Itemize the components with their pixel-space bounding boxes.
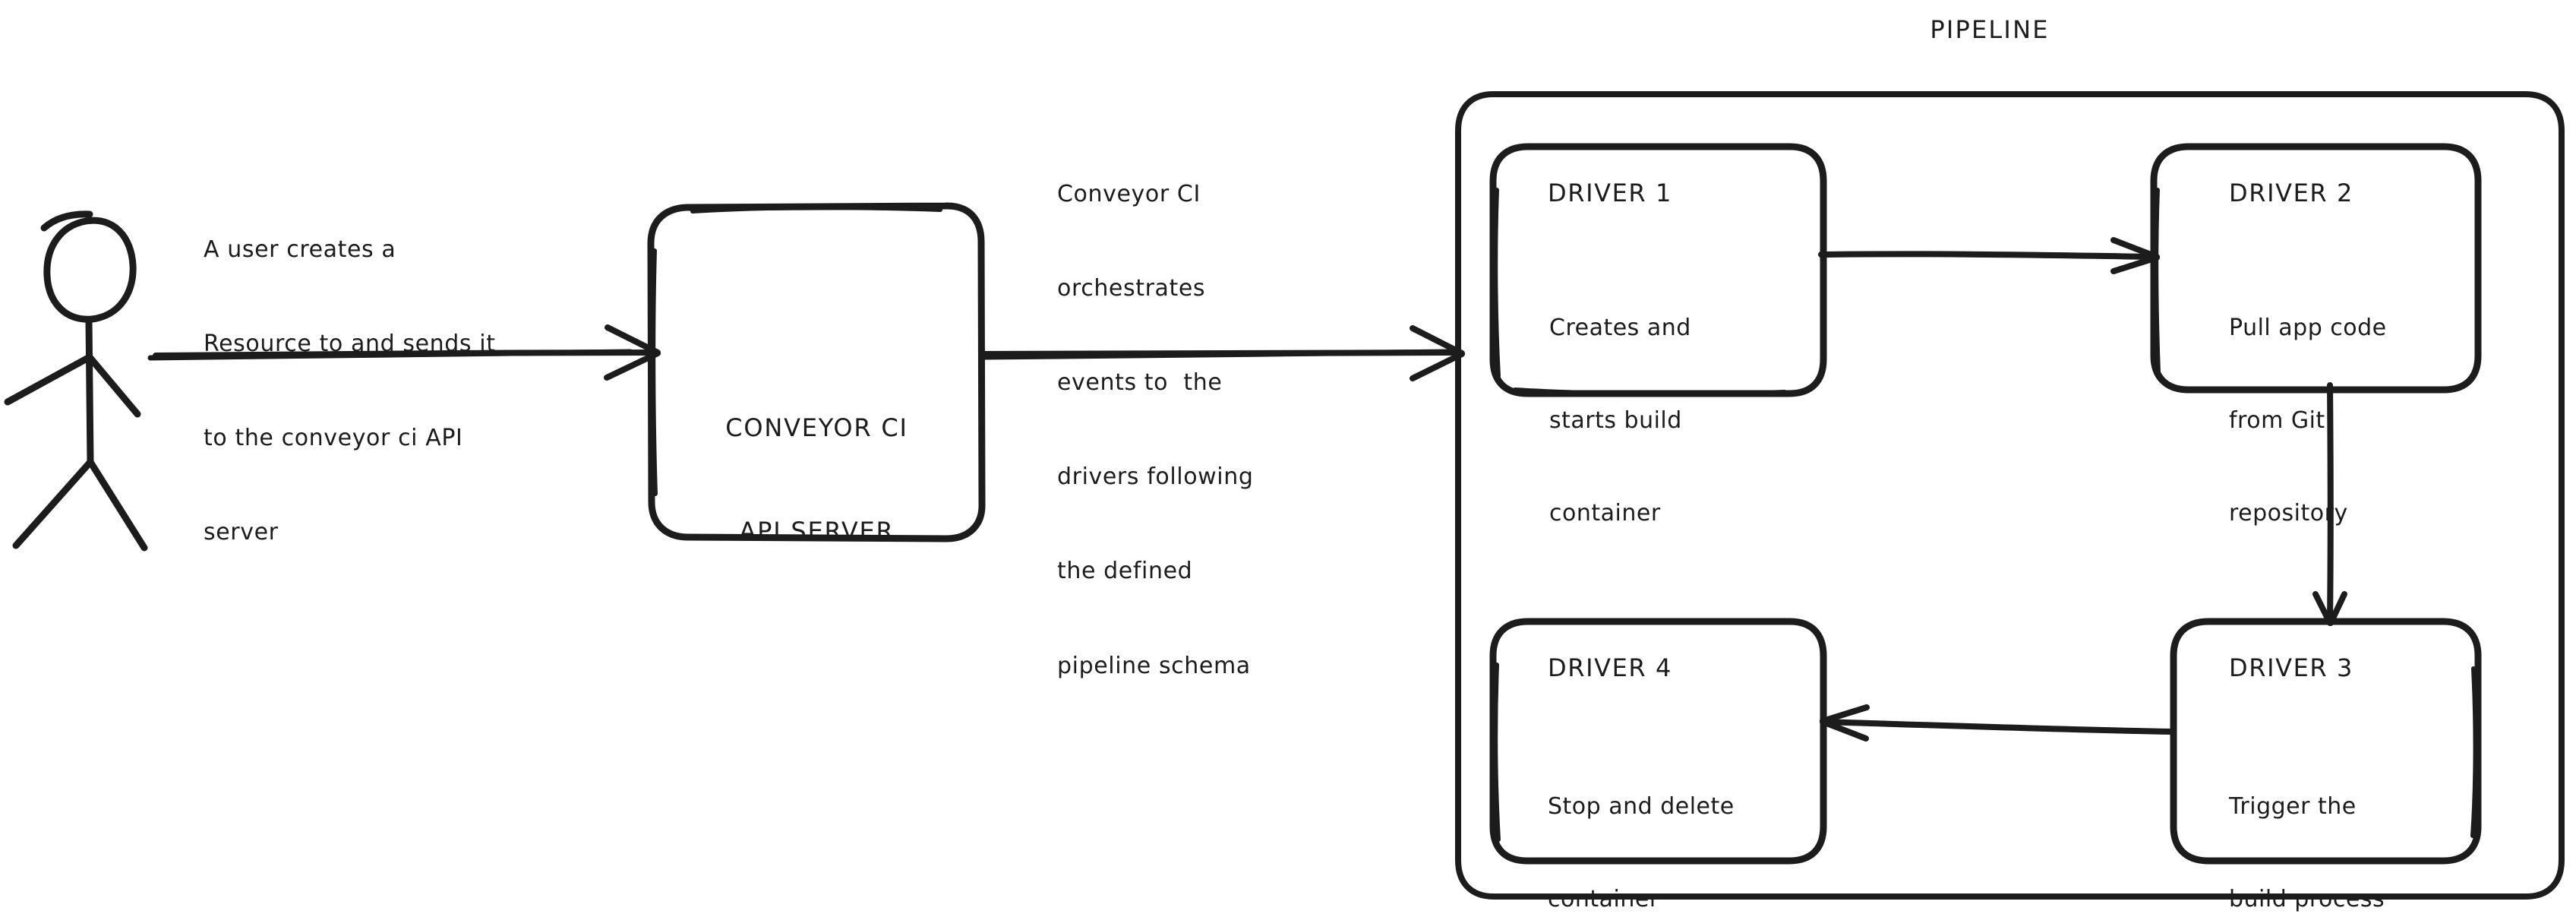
driver-body-line: Pull app code bbox=[2229, 314, 2387, 341]
driver-4-body: Stop and delete container bbox=[1548, 729, 1735, 914]
annotation-line: the defined bbox=[1057, 558, 1193, 585]
driver-1-title: DRIVER 1 bbox=[1548, 179, 1672, 207]
driver-1-box bbox=[1489, 143, 1827, 397]
annotation-line: orchestrates bbox=[1057, 274, 1206, 302]
driver-body-line: container bbox=[1548, 885, 1659, 912]
annotation-line: events to the bbox=[1057, 369, 1223, 397]
connector-driver3-to-driver4 bbox=[1820, 704, 2175, 742]
driver-body-line: repository bbox=[2229, 500, 2348, 527]
annotation-user-to-api: A user creates a Resource to and sends i… bbox=[204, 171, 496, 611]
api-server-line: API SERVER bbox=[739, 517, 895, 546]
annotation-line: to the conveyor ci API bbox=[204, 425, 463, 452]
annotation-line: server bbox=[204, 519, 279, 546]
annotation-line: Conveyor CI bbox=[1057, 180, 1201, 207]
conveyor-ci-api-server-label: CONVEYOR CI API SERVER bbox=[652, 342, 982, 618]
annotation-line: Resource to and sends it bbox=[204, 330, 496, 357]
connector-driver2-to-driver3 bbox=[2312, 382, 2347, 626]
driver-3-box bbox=[2170, 618, 2482, 865]
user-stick-figure bbox=[4, 210, 148, 552]
driver-body-line: from Git bbox=[2229, 406, 2325, 434]
driver-1-body: Creates and starts build container bbox=[1549, 251, 1691, 592]
driver-4-box bbox=[1489, 618, 1827, 865]
driver-3-body: Trigger the build process bbox=[2229, 729, 2385, 914]
driver-body-line: Creates and bbox=[1549, 314, 1691, 341]
driver-body-line: container bbox=[1549, 500, 1661, 527]
pipeline-group-container bbox=[1455, 91, 2565, 900]
driver-3-title: DRIVER 3 bbox=[2229, 653, 2353, 682]
driver-2-body: Pull app code from Git repository bbox=[2229, 251, 2387, 592]
api-server-line: CONVEYOR CI bbox=[725, 413, 908, 442]
driver-body-line: build process bbox=[2229, 885, 2385, 912]
connector-api-to-pipeline bbox=[978, 325, 1465, 381]
annotation-line: A user creates a bbox=[204, 236, 396, 263]
driver-2-title: DRIVER 2 bbox=[2229, 179, 2353, 207]
conveyor-ci-api-server-box bbox=[647, 202, 986, 542]
driver-body-line: starts build bbox=[1549, 406, 1682, 434]
annotation-api-to-pipeline: Conveyor CI orchestrates events to the d… bbox=[1057, 115, 1254, 745]
driver-body-line: Stop and delete bbox=[1548, 792, 1735, 820]
driver-4-title: DRIVER 4 bbox=[1548, 653, 1672, 682]
driver-2-box bbox=[2150, 143, 2482, 394]
connector-driver1-to-driver2 bbox=[1818, 237, 2160, 274]
driver-body-line: Trigger the bbox=[2229, 792, 2357, 820]
annotation-line: drivers following bbox=[1057, 463, 1254, 491]
annotation-line: pipeline schema bbox=[1057, 652, 1251, 679]
pipeline-group-label: PIPELINE bbox=[1930, 15, 2050, 44]
